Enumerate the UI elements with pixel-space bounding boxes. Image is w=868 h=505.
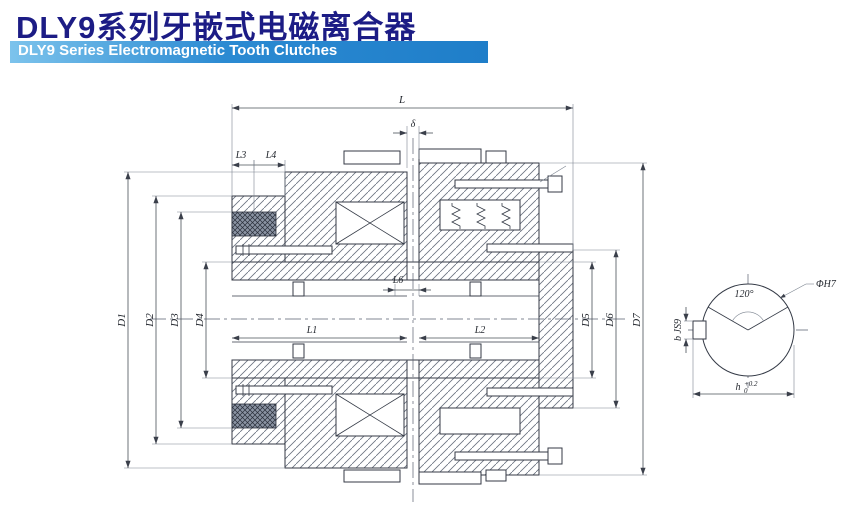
detail-bore-label: ΦH7 bbox=[816, 279, 837, 290]
detail-depth-tol-lower: 0 bbox=[744, 387, 748, 395]
bottom-components bbox=[343, 469, 507, 485]
dim-label-L3: L3 bbox=[235, 150, 247, 161]
dim-label-D4: D4 bbox=[194, 313, 206, 328]
detail-angle-label: 120° bbox=[735, 289, 754, 300]
page-title-cn: DLY9系列牙嵌式电磁离合器 bbox=[16, 10, 417, 45]
dimensions: L δ L3 L4 D1 D2 D3 bbox=[116, 94, 647, 476]
dim-label-D5: D5 bbox=[580, 313, 592, 328]
dim-label-L: L bbox=[398, 94, 405, 106]
dim-label-L1: L1 bbox=[306, 325, 318, 336]
dim-label-delta: δ bbox=[411, 119, 416, 130]
centerlines bbox=[150, 138, 625, 502]
dim-label-L4: L4 bbox=[265, 150, 277, 161]
dim-label-D2: D2 bbox=[144, 313, 156, 328]
page-title-en: DLY9 Series Electromagnetic Tooth Clutch… bbox=[18, 42, 338, 59]
detail-depth-tol-upper: +0.2 bbox=[744, 380, 758, 388]
detail-depth-letter: h bbox=[736, 382, 741, 393]
detail-keywidth-label: b JS9 bbox=[673, 319, 684, 341]
left-assembly bbox=[231, 171, 408, 469]
title-banner: DLY9 Series Electromagnetic Tooth Clutch… bbox=[10, 41, 488, 63]
right-assembly bbox=[406, 162, 574, 476]
dim-label-D6: D6 bbox=[604, 313, 616, 328]
dim-label-D1: D1 bbox=[116, 313, 128, 327]
dim-label-L6: L6 bbox=[392, 275, 404, 286]
dim-label-D3: D3 bbox=[169, 313, 181, 328]
dim-label-L2: L2 bbox=[474, 325, 486, 336]
top-components bbox=[343, 148, 507, 165]
dim-label-D7: D7 bbox=[631, 313, 643, 328]
bore-keyway-detail: 120° ΦH7 b JS9 h +0.2 0 bbox=[673, 274, 837, 398]
